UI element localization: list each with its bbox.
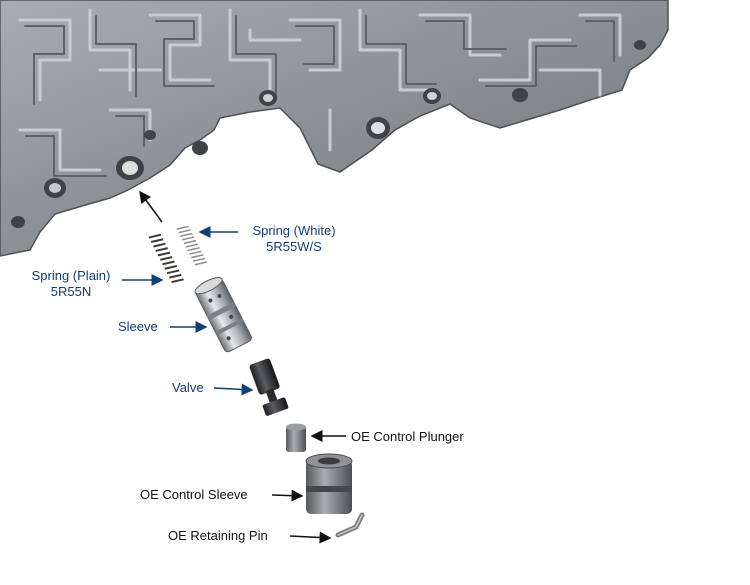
valve-leader: [213, 383, 254, 396]
sleeve-label: Sleeve: [118, 319, 158, 334]
oe-control-sleeve-leader: [271, 489, 304, 502]
oe-retaining-pin-part: [335, 512, 365, 538]
valve-part: [249, 358, 289, 416]
spring-plain-part: [148, 233, 184, 284]
oe-control-plunger-part: [286, 423, 306, 452]
oe-retaining-pin-leader: [289, 531, 332, 544]
spring-plain-part-number: 5R55N: [50, 284, 92, 299]
spring-white-label: Spring (White) 5R55W/S: [240, 223, 348, 255]
valve-label: Valve: [172, 380, 204, 395]
spring-plain-label: Spring (Plain) 5R55N: [22, 268, 120, 300]
oe-retaining-pin-label: OE Retaining Pin: [168, 528, 268, 543]
bore-holes: [11, 40, 646, 228]
spring-white-part: [176, 223, 208, 269]
oe-control-sleeve-label: OE Control Sleeve: [140, 487, 248, 502]
sleeve-part: [194, 277, 252, 353]
spring-white-name: Spring (White): [252, 223, 336, 238]
insertion-arrow: [139, 190, 163, 223]
oe-control-plunger-label: OE Control Plunger: [351, 429, 464, 444]
valve-body-casting: [0, 0, 669, 257]
spring-plain-name: Spring (Plain): [31, 268, 111, 283]
oe-control-sleeve-part: [305, 453, 353, 514]
spring-white-part-number: 5R55W/S: [266, 239, 322, 254]
